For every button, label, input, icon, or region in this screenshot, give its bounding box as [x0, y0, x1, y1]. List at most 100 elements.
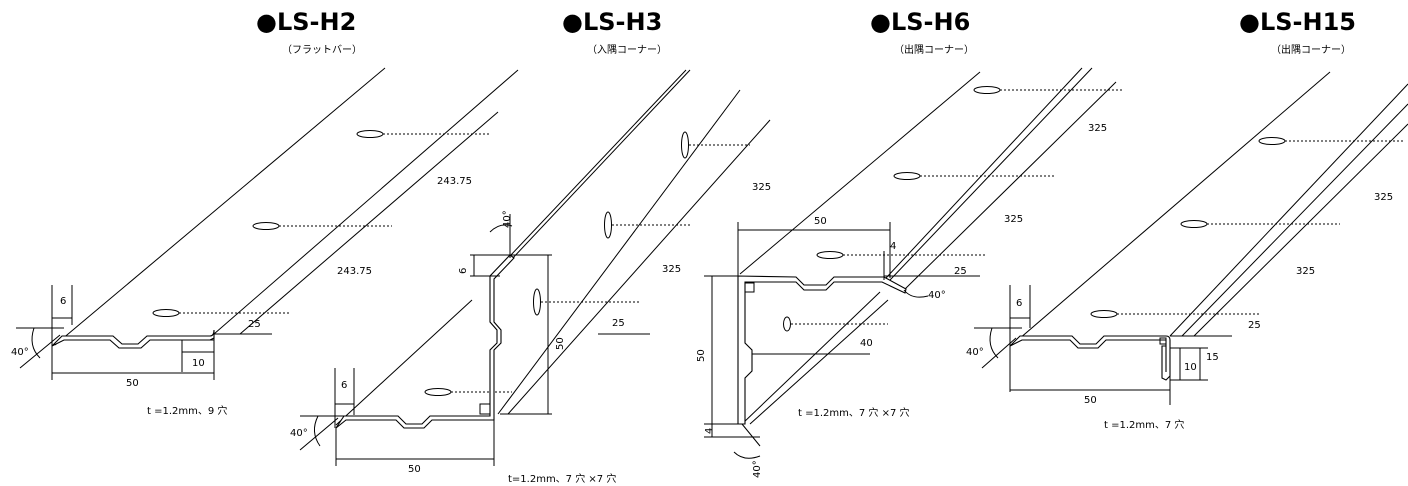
edge-line [741, 423, 761, 447]
edge-line [903, 81, 1117, 291]
dim-label: 50 [408, 464, 421, 475]
hole [1090, 310, 1118, 318]
angle-label: 40° [752, 460, 763, 478]
edge-line [239, 111, 499, 335]
subtitle-ls-h2: （フラットバー） [282, 45, 362, 56]
dim-label: 325 [1296, 266, 1315, 277]
hole [681, 131, 689, 159]
dim-label: 50 [814, 216, 827, 227]
dim-label: 40 [860, 338, 873, 349]
dim-label: 325 [1374, 192, 1393, 203]
dim-label: 243.75 [437, 176, 472, 187]
dim-label: 50 [696, 349, 707, 362]
angle-arc [314, 415, 321, 447]
dim-label: 25 [954, 266, 967, 277]
dim-label: 50 [126, 378, 139, 389]
dim-label: 4 [890, 241, 896, 252]
subtitle-ls-h6: （出隅コーナー） [894, 45, 974, 56]
spec-text: t =1.2mm、7 穴 ×7 穴 [798, 406, 910, 419]
hole [604, 211, 612, 239]
dim-label: 4 [704, 428, 715, 434]
hole [252, 222, 280, 230]
edge-line [491, 69, 687, 276]
dim-label: 243.75 [337, 266, 372, 277]
dim-label: 25 [1248, 320, 1261, 331]
dim-label: 325 [1004, 214, 1023, 225]
subtitle-ls-h15: （出隅コーナー） [1271, 45, 1351, 56]
hole [1258, 137, 1286, 145]
dim-label: 15 [1206, 352, 1219, 363]
spec-text: t=1.2mm、7 穴 ×7 穴 [508, 472, 616, 485]
edge-line [1169, 83, 1408, 337]
drawing-ls-h6: 325 325 25 50 4 50 4 40 40° 40° t =1.2mm… [696, 67, 1124, 478]
edge-line [749, 299, 889, 425]
edge-line [507, 119, 771, 415]
edge-line [889, 67, 1093, 281]
dim-label: 325 [752, 182, 771, 193]
edge-line [19, 334, 61, 369]
dim-label: 10 [192, 358, 205, 369]
hole [1180, 220, 1208, 228]
angle-label: 40° [11, 347, 29, 358]
edge-line [981, 337, 1017, 369]
edge-line [1181, 103, 1408, 337]
dim-label: 6 [60, 296, 66, 307]
profile-section [1009, 335, 1171, 381]
profile-section [737, 275, 907, 425]
dim-label: 10 [1184, 362, 1197, 373]
dim-label: 25 [248, 319, 261, 330]
dim-label: 325 [662, 264, 681, 275]
angle-label: 40° [290, 428, 308, 439]
edge-line [299, 417, 339, 451]
edge-line [213, 69, 519, 335]
angle-arc [733, 451, 761, 459]
edge-line [885, 67, 1083, 279]
angle-label: 40° [928, 290, 946, 301]
edge-line [739, 71, 981, 275]
hole [973, 86, 1001, 94]
title-ls-h3: ●LS-H3 [562, 8, 663, 36]
hole [533, 288, 541, 316]
dim-label: 325 [1088, 123, 1107, 134]
dim-label: 6 [341, 380, 347, 391]
profile-section [51, 329, 215, 349]
dim-label: 6 [458, 268, 469, 274]
spec-text: t =1.2mm、9 穴 [147, 404, 227, 417]
drawing-ls-h3: 325 325 25 6 50 50 6 40° 40° t=1.2mm、7 穴… [290, 69, 771, 485]
edge-line [335, 299, 473, 426]
angle-label: 40° [966, 347, 984, 358]
drawing-ls-h15: 325 325 25 6 10 15 50 40° t =1.2mm、7 穴 [966, 71, 1408, 431]
dim-label: 25 [612, 318, 625, 329]
dim-label: 50 [1084, 395, 1097, 406]
angle-arc [489, 224, 513, 233]
edge-line [493, 69, 691, 279]
spec-text: t =1.2mm、7 穴 [1104, 418, 1184, 431]
angle-arc [989, 327, 999, 359]
edge-line [1193, 123, 1408, 337]
corner-mark [1159, 337, 1167, 345]
hole [152, 309, 180, 317]
hole [816, 251, 844, 259]
hole [424, 388, 452, 396]
corner-mark [479, 403, 491, 415]
edge-line [54, 67, 386, 346]
dim-label: 6 [1016, 298, 1022, 309]
corner-mark [744, 282, 755, 293]
title-ls-h15: ●LS-H15 [1239, 8, 1356, 36]
edge-line [497, 89, 741, 415]
hole [893, 172, 921, 180]
dim-label: 50 [555, 337, 566, 350]
drawing-ls-h2: 243.75 243.75 25 6 10 50 40° t =1.2mm、9 … [11, 67, 519, 417]
title-ls-h6: ●LS-H6 [870, 8, 971, 36]
angle-label: 40° [502, 210, 513, 228]
title-ls-h2: ●LS-H2 [256, 8, 357, 36]
edge-line [741, 291, 881, 425]
profile-section [335, 254, 515, 429]
edge-line [1011, 71, 1331, 346]
hole [783, 316, 791, 332]
subtitle-ls-h3: （入隅コーナー） [587, 45, 667, 56]
hole [356, 130, 384, 138]
angle-arc [31, 327, 41, 359]
angle-arc [903, 289, 929, 298]
